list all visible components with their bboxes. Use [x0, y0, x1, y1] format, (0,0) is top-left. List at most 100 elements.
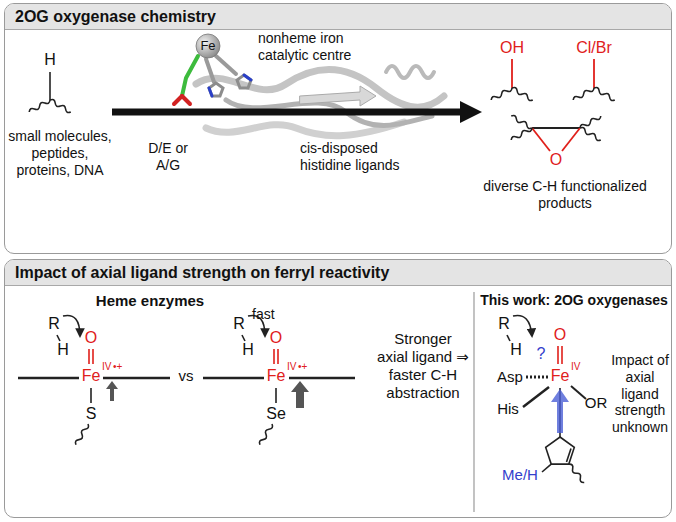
oxidation-state: IV — [287, 361, 296, 373]
atom-label: R — [229, 314, 249, 333]
histidine-sticks — [209, 88, 212, 96]
atom-label: R — [494, 314, 514, 333]
histidine-sticks — [209, 83, 223, 96]
product-structures — [510, 126, 533, 141]
atom-label: S — [81, 404, 101, 423]
product-structures — [593, 86, 616, 101]
carboxylate-stick — [182, 56, 198, 96]
nonheme-ferryl-structure — [526, 376, 548, 379]
atom-label: Fe — [79, 366, 103, 385]
nonheme-ferryl-structure — [567, 449, 572, 463]
callout-text: cis-disposed histidine ligands — [300, 140, 422, 174]
heme-ferryl-structure — [289, 377, 355, 380]
reaction-arrow — [112, 109, 462, 116]
histidine-sticks — [206, 59, 214, 82]
nonheme-ferryl-structure — [557, 346, 559, 364]
histidine-sticks — [237, 75, 251, 88]
heme-ferryl-structure — [203, 377, 264, 380]
product-structures — [593, 59, 595, 88]
nonheme-ferryl-structure — [507, 335, 510, 341]
product-note: diverse C-H functionalized products — [470, 178, 660, 212]
product-structures — [562, 128, 580, 151]
callout-text: D/E or A/G — [141, 140, 195, 174]
atom-label: Fe — [548, 366, 572, 385]
ligand-strength-arrow — [106, 381, 118, 401]
atom-label: Cl/Br — [569, 38, 619, 57]
oxidation-state: IV — [102, 361, 111, 373]
rate-note: fast — [252, 306, 275, 323]
divider-line — [473, 292, 474, 512]
atom-label: O — [546, 150, 566, 169]
radical-charge: •+ — [298, 361, 307, 373]
heme-ferryl-structure — [275, 388, 277, 403]
panel-heading: 2OG oxygenase chemistry — [5, 4, 671, 30]
histidine-sticks — [244, 75, 251, 80]
conclusion-note: Stronger axial ligand ⇒ faster C-H abstr… — [377, 330, 469, 402]
question-mark: ? — [533, 344, 549, 363]
nonheme-ferryl-structure — [571, 386, 586, 399]
ligand-strength-arrow — [291, 381, 309, 408]
nonheme-ferryl-structure — [513, 315, 532, 336]
atom-label: O — [81, 328, 101, 347]
heme-ferryl-structure — [203, 315, 355, 445]
heme-ferryl-structure — [57, 335, 60, 341]
heme-ferryl-structure — [92, 349, 94, 364]
product-structures — [579, 126, 602, 141]
product-structures — [572, 86, 595, 101]
heme-ferryl-structure — [74, 423, 89, 446]
product-structures — [490, 86, 513, 101]
reaction-arrow — [112, 101, 482, 123]
histidine-sticks — [206, 56, 251, 96]
conclusion-note: Impact of axial ligand strength unknown — [609, 352, 671, 436]
radical-charge: •+ — [113, 361, 122, 373]
nonheme-ferryl-structure — [561, 346, 563, 364]
atom-label: Se — [263, 404, 289, 423]
ligand-label: Asp — [493, 368, 527, 386]
nonheme-ferryl-structure — [507, 315, 586, 483]
oxidation-state: IV — [571, 361, 580, 373]
section-heading: This work: 2OG oxygenases — [477, 292, 671, 309]
heme-ferryl-structure — [18, 377, 79, 380]
product-structures — [511, 86, 534, 101]
product-structures — [532, 127, 580, 129]
atom-label: H — [53, 340, 73, 359]
substrate-structure — [49, 72, 51, 100]
carboxylate-stick — [182, 96, 190, 104]
substrate-structure — [49, 98, 72, 113]
product-structures — [532, 128, 550, 151]
heme-ferryl-structure — [18, 315, 170, 445]
reaction-arrow — [460, 101, 482, 123]
carboxylate-stick — [174, 56, 198, 104]
heme-ferryl-structure — [258, 423, 273, 446]
atom-label: H — [35, 50, 65, 69]
axial-ligand-arrow — [551, 389, 569, 433]
nonheme-ferryl-structure — [542, 464, 551, 472]
nonheme-ferryl-structure — [567, 463, 585, 484]
ligand-label: His — [491, 400, 525, 418]
nonheme-ferryl-structure — [546, 437, 575, 464]
atom-label: H — [506, 340, 526, 359]
atom-label: Fe — [264, 366, 288, 385]
panel-heading: Impact of axial ligand strength on ferry… — [5, 260, 671, 286]
product-structures — [490, 59, 616, 151]
substrate-structure — [28, 72, 72, 114]
protein-ribbon — [386, 66, 434, 78]
ligand-label: Me/H — [498, 466, 542, 484]
atom-label: R — [44, 314, 64, 333]
heme-ferryl-structure — [88, 349, 90, 364]
nonheme-ferryl-structure — [523, 387, 549, 407]
section-heading: Heme enzymes — [75, 292, 225, 310]
substrate-structure — [28, 98, 51, 113]
atom-label: H — [238, 340, 258, 359]
heme-ferryl-structure — [242, 335, 245, 341]
ligand-label: OR — [583, 394, 609, 412]
product-structures — [510, 114, 533, 129]
heme-ferryl-structure — [63, 315, 80, 336]
heme-ferryl-structure — [277, 349, 279, 364]
substrate-note: small molecules, peptides, proteins, DNA — [4, 128, 116, 178]
heme-ferryl-structure — [273, 349, 275, 364]
heme-ferryl-structure — [103, 377, 170, 380]
product-structures — [511, 59, 513, 88]
histidine-sticks — [216, 56, 236, 74]
protein-ribbon — [196, 66, 444, 136]
